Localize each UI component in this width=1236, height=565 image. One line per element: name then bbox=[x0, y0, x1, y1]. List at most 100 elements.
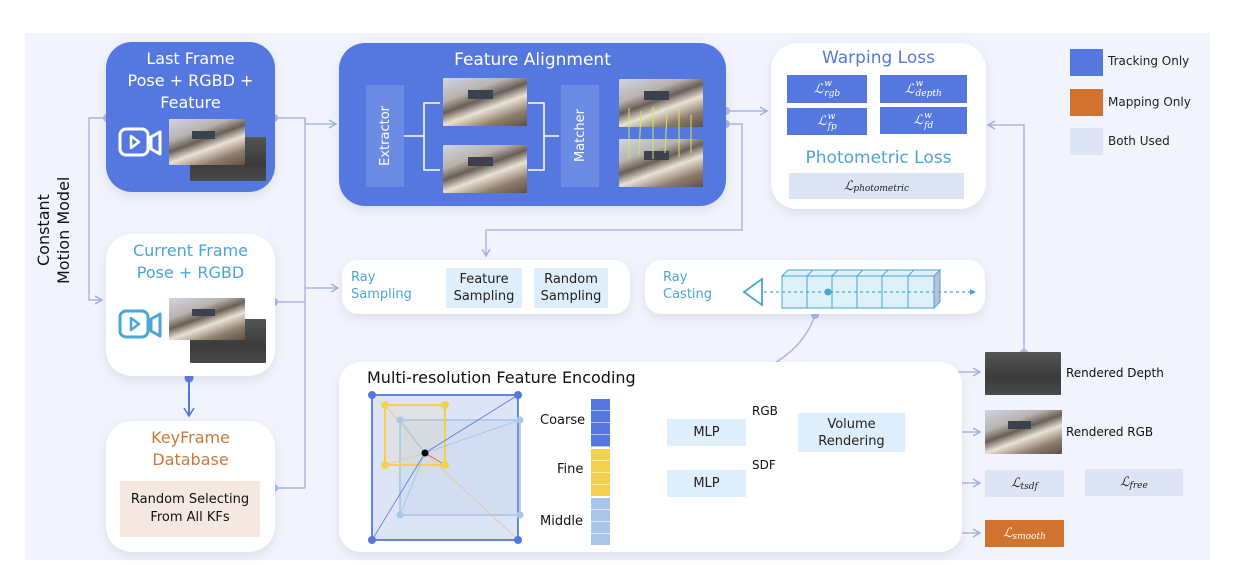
ray-casting-voxels bbox=[742, 268, 976, 310]
motion-model-wire bbox=[88, 117, 107, 305]
ray-sampling-title-2: Sampling bbox=[351, 287, 412, 302]
volume-rendering-box: Volume Rendering bbox=[798, 413, 905, 452]
mlp-sdf-box: MLP bbox=[667, 470, 746, 497]
video-camera-icon bbox=[118, 127, 162, 157]
ray-casting-card: Ray Casting bbox=[645, 260, 985, 314]
loss-sub: fd bbox=[924, 120, 934, 131]
matched-image-bottom bbox=[619, 139, 703, 187]
volume-rendering-line-1: Volume bbox=[827, 416, 876, 432]
last-frame-title-3: Feature bbox=[160, 93, 221, 112]
rendered-rgb-image bbox=[985, 410, 1062, 454]
matched-image-top bbox=[619, 79, 703, 127]
feature-alignment-card: Feature Alignment Extractor Matcher bbox=[339, 43, 726, 206]
legend-swatch-both bbox=[1070, 128, 1103, 155]
extractor-label: Extractor bbox=[377, 106, 393, 166]
legend-label-tracking: Tracking Only bbox=[1108, 54, 1190, 68]
multi-resolution-grid bbox=[368, 391, 524, 544]
encoding-title: Multi-resolution Feature Encoding bbox=[367, 368, 636, 387]
keyframe-title-2: Database bbox=[152, 450, 229, 469]
loss-symbol: ℒ bbox=[1011, 476, 1021, 491]
side-label-line-2: Motion Model bbox=[54, 176, 73, 284]
loss-sup: w bbox=[824, 79, 832, 89]
current-frame-rgb-image bbox=[169, 298, 245, 340]
ray-sampling-card: Ray Sampling Feature Sampling Random Sam… bbox=[342, 260, 630, 314]
feature-sampling-box: Feature Sampling bbox=[446, 268, 522, 308]
fine-feature-stack bbox=[591, 449, 610, 496]
loss-sub: fp bbox=[827, 121, 837, 132]
mlp-rgb-box: MLP bbox=[667, 419, 746, 446]
loss-sub: depth bbox=[915, 89, 942, 99]
loss-symbol: ℒ bbox=[813, 81, 824, 97]
level-label-coarse: Coarse bbox=[540, 413, 586, 428]
aligned-image-top bbox=[443, 78, 527, 126]
loss-sub: tsdf bbox=[1020, 481, 1038, 492]
loss-symbol: ℒ bbox=[817, 114, 827, 129]
loss-sub: photometric bbox=[853, 184, 910, 194]
rendered-rgb-label: Rendered RGB bbox=[1066, 425, 1154, 439]
video-camera-icon bbox=[118, 309, 162, 339]
sdf-label: SDF bbox=[752, 458, 776, 472]
matcher-box: Matcher bbox=[561, 85, 599, 187]
random-selecting-line-2: From All KFs bbox=[150, 510, 230, 525]
level-label-middle: Middle bbox=[540, 514, 583, 529]
random-sampling-line-2: Sampling bbox=[540, 289, 602, 304]
loss-symbol: ℒ bbox=[913, 113, 924, 128]
loss-sup: w bbox=[924, 110, 932, 121]
alignment-to-sampling-wire bbox=[481, 123, 743, 258]
aligned-image-bottom bbox=[443, 145, 527, 193]
level-label-fine: Fine bbox=[557, 462, 584, 477]
coarse-feature-stack bbox=[591, 399, 610, 447]
current-frame-card: Current Frame Pose + RGBD bbox=[106, 234, 275, 376]
legend-swatch-mapping bbox=[1070, 89, 1103, 116]
random-sampling-box: Random Sampling bbox=[534, 268, 608, 308]
loss-symbol: ℒ bbox=[1003, 526, 1013, 541]
rendered-depth-label: Rendered Depth bbox=[1066, 366, 1164, 380]
ray-casting-title-2: Casting bbox=[663, 287, 713, 302]
keyframe-database-card: KeyFrame Database Random Selecting From … bbox=[106, 421, 275, 552]
side-label-line-1: Constant bbox=[34, 194, 53, 266]
current-frame-title-2: Pose + RGBD bbox=[136, 263, 245, 282]
alignment-flow-arrows bbox=[404, 102, 559, 171]
last-frame-title-2: Pose + RGBD + bbox=[127, 71, 254, 90]
match-lines bbox=[628, 107, 692, 159]
loss-sub: rgb bbox=[824, 89, 841, 99]
legend-swatch-tracking bbox=[1070, 49, 1103, 76]
feature-alignment-title: Feature Alignment bbox=[454, 50, 611, 70]
keyframe-title-1: KeyFrame bbox=[151, 428, 230, 447]
constant-motion-model-label: Constant Motion Model bbox=[34, 170, 84, 290]
last-frame-card: Last Frame Pose + RGBD + Feature bbox=[106, 42, 275, 192]
matcher-label: Matcher bbox=[572, 109, 588, 163]
legend-label-mapping: Mapping Only bbox=[1108, 95, 1191, 109]
volume-rendering-line-2: Rendering bbox=[818, 433, 885, 449]
loss-sub: smooth bbox=[1012, 531, 1046, 542]
last-frame-rgb-image bbox=[169, 119, 245, 165]
feature-sampling-line-2: Sampling bbox=[453, 289, 515, 304]
extractor-box: Extractor bbox=[366, 85, 404, 187]
loss-symbol: ℒ bbox=[843, 178, 854, 194]
loss-symbol: ℒ bbox=[1120, 475, 1130, 490]
loss-sup: w bbox=[827, 111, 836, 122]
warping-loss-title: Warping Loss bbox=[822, 48, 935, 68]
ray-casting-title-1: Ray bbox=[663, 270, 688, 285]
random-selecting-line-1: Random Selecting bbox=[130, 492, 250, 507]
legend-label-both: Both Used bbox=[1108, 134, 1170, 148]
feature-sampling-line-1: Feature bbox=[459, 272, 509, 287]
depth-to-warping-wire bbox=[986, 120, 1025, 353]
random-sampling-line-1: Random bbox=[544, 272, 598, 287]
loss-sup: w bbox=[915, 79, 924, 89]
loss-sub: free bbox=[1129, 480, 1148, 491]
last-frame-title-1: Last Frame bbox=[146, 49, 235, 68]
middle-feature-stack bbox=[591, 498, 610, 545]
rendered-depth-image bbox=[985, 352, 1061, 395]
random-selecting-box: Random Selecting From All KFs bbox=[120, 481, 260, 537]
ray-sampling-title-1: Ray bbox=[351, 270, 376, 285]
